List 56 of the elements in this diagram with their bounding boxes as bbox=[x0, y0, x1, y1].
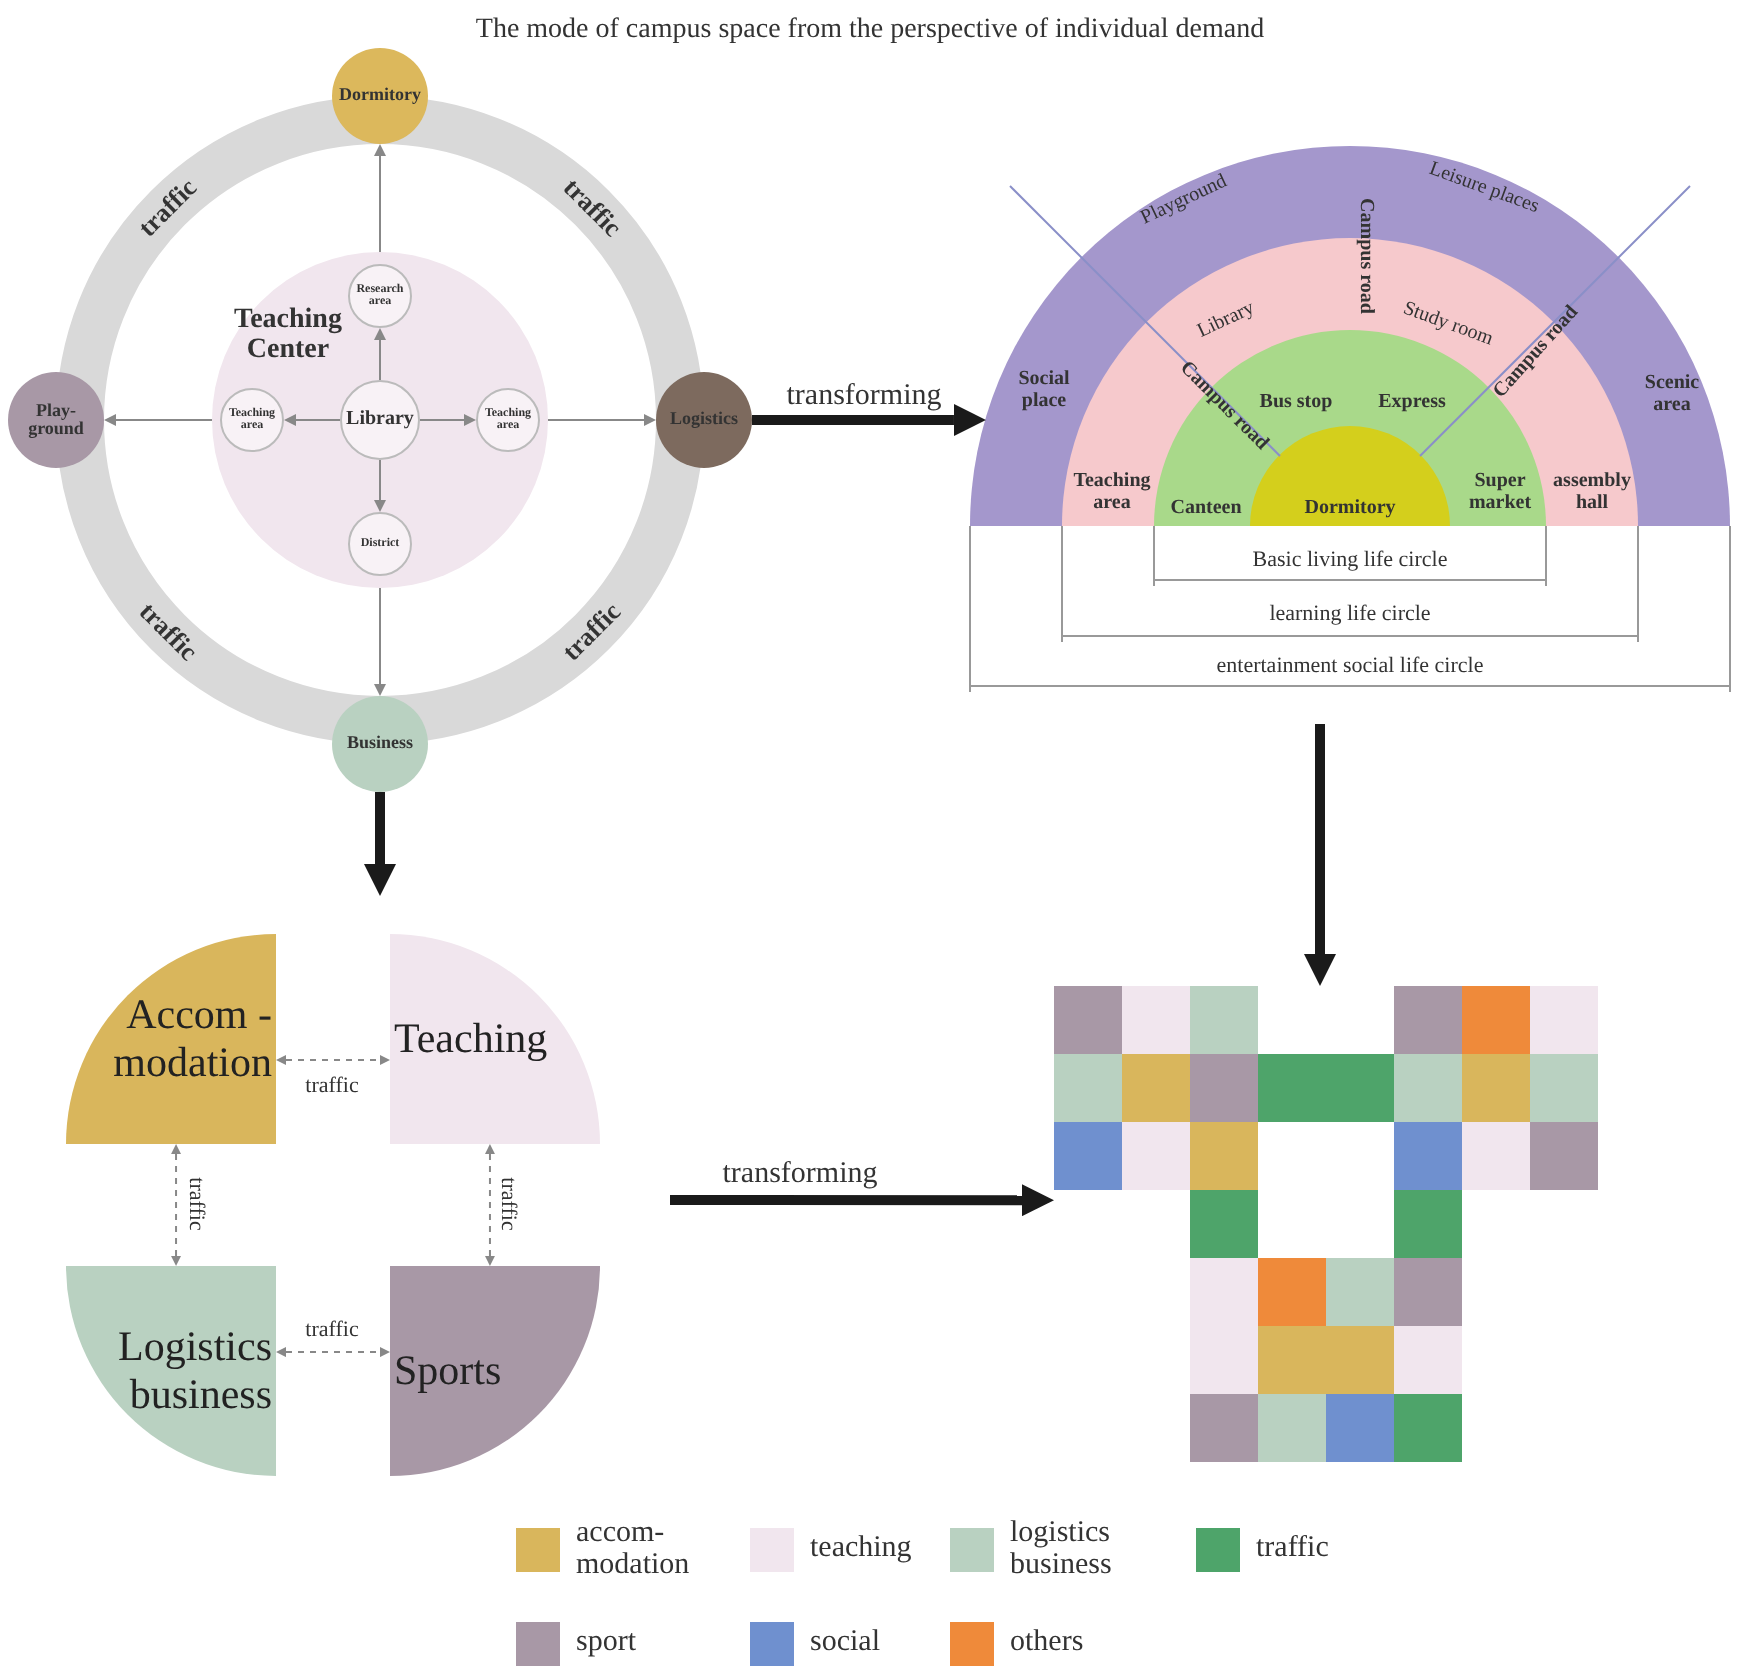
edge-label: traffic bbox=[305, 1073, 359, 1099]
diagram-title: The mode of campus space from the perspective of individual demand bbox=[473, 14, 1267, 46]
legend-label: traffic bbox=[1256, 1534, 1331, 1566]
arrow bbox=[171, 1144, 182, 1266]
arrow bbox=[752, 404, 986, 436]
arrow bbox=[374, 328, 386, 381]
arrow bbox=[284, 414, 341, 426]
dimension-label: entertainment social life circle bbox=[1214, 653, 1486, 679]
legend-label: social bbox=[810, 1628, 882, 1660]
area-label: Super market bbox=[1466, 470, 1534, 514]
legend-label: teaching bbox=[810, 1534, 914, 1566]
arrow bbox=[276, 1347, 390, 1358]
edge-label: transforming bbox=[722, 1157, 878, 1191]
place-circle: Business bbox=[332, 696, 428, 792]
arrow bbox=[374, 587, 386, 696]
edge-label: traffic bbox=[495, 1177, 521, 1231]
area-label: Leisure places bbox=[1424, 156, 1544, 222]
arrow bbox=[547, 414, 656, 426]
edge-label: traffic bbox=[305, 1317, 359, 1343]
arrow bbox=[419, 414, 476, 426]
place-circle: Library bbox=[340, 380, 420, 460]
arrow bbox=[1304, 724, 1336, 986]
area-label: Social place bbox=[1016, 368, 1072, 412]
legend-label: sport bbox=[576, 1628, 638, 1660]
area-label: Study room bbox=[1398, 295, 1496, 351]
function-quadrant: Logistics business bbox=[66, 1266, 276, 1476]
area-label: Express bbox=[1376, 391, 1448, 413]
dimension-label: learning life circle bbox=[1267, 601, 1433, 627]
area-label: Library bbox=[1192, 295, 1260, 347]
function-quadrant: Sports bbox=[390, 1266, 600, 1476]
place-circle: Logistics bbox=[656, 372, 752, 468]
arrow bbox=[104, 414, 213, 426]
legend-label: others bbox=[1010, 1628, 1086, 1660]
function-quadrant: Teaching bbox=[390, 934, 600, 1144]
arrow bbox=[364, 792, 396, 896]
arrow bbox=[276, 1055, 390, 1065]
arrow bbox=[484, 1144, 495, 1266]
area-label: Canteen bbox=[1168, 497, 1244, 519]
arrow bbox=[670, 1184, 1054, 1217]
legend-label: accom- modation bbox=[576, 1518, 692, 1582]
road-label: Campus road bbox=[1355, 196, 1377, 318]
area-label: Teaching area bbox=[1071, 470, 1153, 514]
dimension-label: Basic living life circle bbox=[1250, 547, 1450, 573]
area-label: Bus stop bbox=[1257, 391, 1335, 413]
place-circle: Play- ground bbox=[8, 372, 104, 468]
area-label: assembly hall bbox=[1551, 470, 1633, 514]
place-circle: Dormitory bbox=[332, 48, 428, 144]
edge-label: traffic bbox=[183, 1177, 209, 1231]
arrow bbox=[374, 459, 386, 512]
legend-label: logistics business bbox=[1010, 1518, 1114, 1582]
area-label: Scenic area bbox=[1642, 372, 1702, 416]
edge-label: transforming bbox=[786, 379, 942, 413]
area-label: Dormitory bbox=[1302, 497, 1398, 519]
function-quadrant: Accom -modation bbox=[66, 934, 276, 1144]
zone-heading: Teaching Center bbox=[232, 305, 344, 367]
arrow bbox=[374, 144, 386, 253]
